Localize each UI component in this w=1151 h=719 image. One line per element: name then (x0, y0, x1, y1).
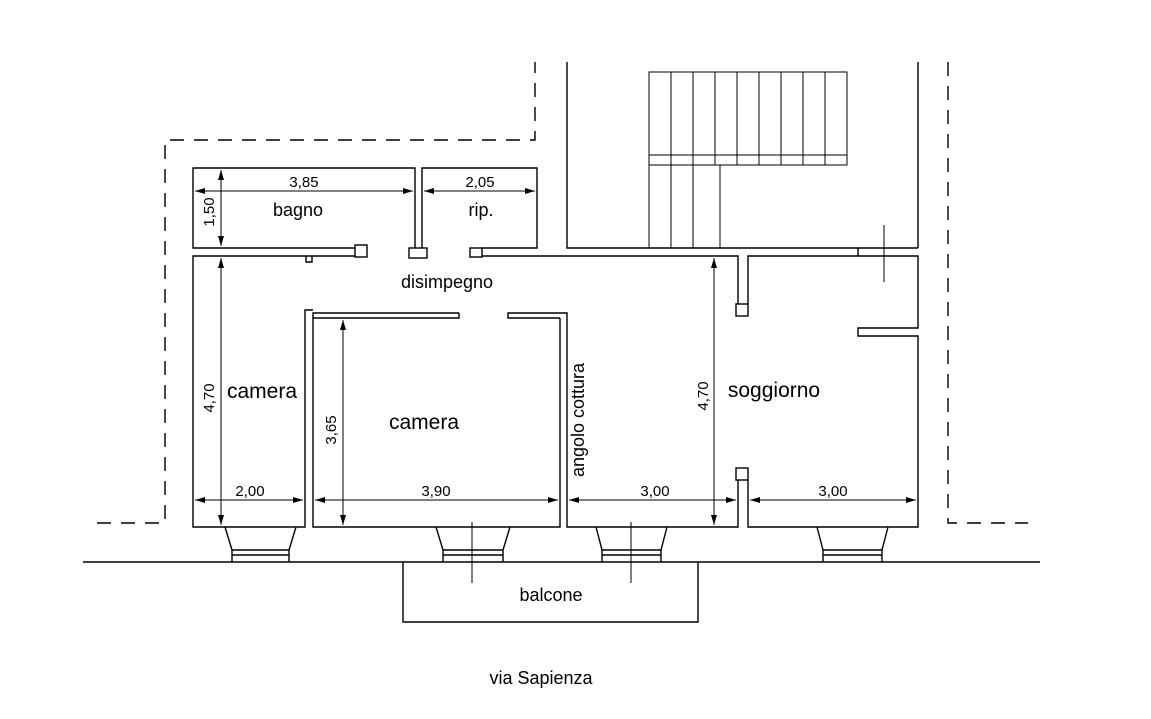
boundary-right (947, 62, 1028, 524)
dim-bagno-height: 1,50 (201, 197, 218, 226)
dim-camera-small-width: 2,00 (235, 483, 264, 500)
dim-camera-large-width: 3,90 (421, 483, 450, 500)
bagno-walls (192, 167, 416, 249)
corridor-wall-top (192, 255, 355, 528)
room-label-camera-large: camera (389, 411, 459, 434)
camera-large-walls (312, 312, 561, 528)
rip-walls (421, 167, 538, 249)
windows (224, 522, 889, 583)
dimension-lines (195, 170, 916, 525)
dim-rip-width: 2,05 (465, 174, 494, 191)
door-jamb (469, 247, 483, 258)
room-label-balcone: balcone (519, 585, 582, 605)
dim-camera-small-height: 4,70 (201, 383, 218, 412)
room-label-rip: rip. (468, 200, 493, 220)
stairwell (566, 62, 919, 282)
balcone-outline (402, 562, 699, 623)
boundary-left (97, 62, 536, 524)
dim-soggiorno-width: 3,00 (818, 483, 847, 500)
dim-camera-large-height: 3,65 (323, 415, 340, 444)
street-name: via Sapienza (489, 668, 593, 688)
room-label-angolo-cottura: angolo cottura (568, 362, 588, 477)
dim-soggiorno-height: 4,70 (695, 381, 712, 410)
dim-bagno-width: 3,85 (289, 174, 318, 191)
room-label-soggiorno: soggiorno (728, 379, 820, 402)
room-label-disimpegno: disimpegno (401, 272, 493, 292)
door-jamb (408, 247, 428, 259)
room-label-camera-small: camera (227, 380, 297, 403)
room-label-bagno: bagno (273, 200, 323, 220)
door-jamb (354, 244, 368, 258)
dim-angolo-width: 3,00 (640, 483, 669, 500)
